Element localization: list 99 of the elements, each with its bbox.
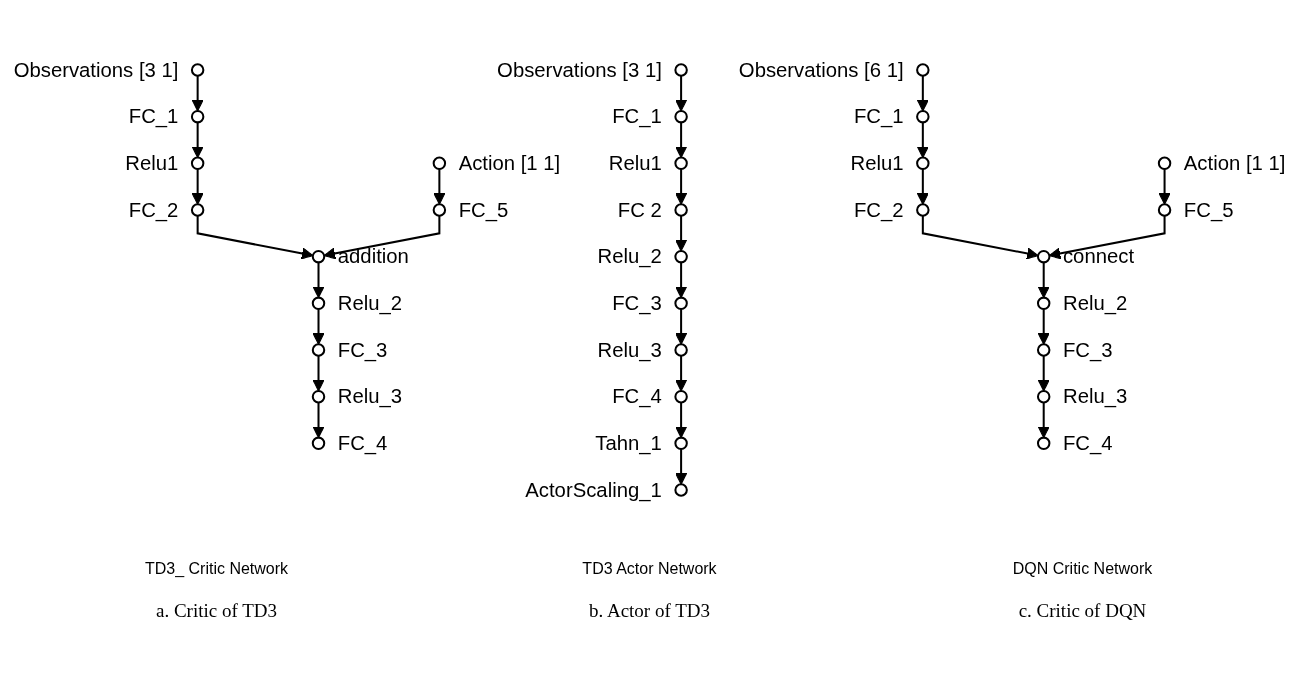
arrow xyxy=(675,449,688,485)
figure-caption: a. Critic of TD3 xyxy=(156,600,277,622)
layer-label: FC_3 xyxy=(612,292,662,315)
layer-node xyxy=(1036,296,1051,311)
layer-node xyxy=(1157,203,1172,217)
arrow xyxy=(675,169,688,205)
arrow xyxy=(675,215,688,252)
network-title: TD3_ Critic Network xyxy=(144,560,289,578)
layer-node xyxy=(1036,436,1051,451)
arrow xyxy=(312,355,325,392)
figure-caption: c. Critic of DQN xyxy=(1018,600,1147,622)
layer-label: FC_1 xyxy=(853,105,904,128)
layer-label: FC 2 xyxy=(617,198,662,221)
layer-node xyxy=(674,483,688,497)
arrow xyxy=(433,169,446,205)
arrow xyxy=(1037,309,1050,345)
layer-label: addition xyxy=(337,245,409,268)
layer-label: FC_2 xyxy=(128,198,179,221)
arrow xyxy=(196,215,314,260)
arrow xyxy=(191,75,204,112)
layer-label: Relu1 xyxy=(608,152,662,175)
layer-label: Relu_3 xyxy=(1062,385,1128,408)
layer-label: FC_4 xyxy=(612,385,662,408)
layer-label: Action [1 1] xyxy=(458,152,561,175)
layer-label: FC_4 xyxy=(337,432,388,455)
layer-node xyxy=(674,343,688,357)
layer-node xyxy=(916,109,930,124)
layer-node xyxy=(674,156,688,171)
arrow xyxy=(675,402,688,439)
layer-label: Action [1 1] xyxy=(1183,152,1286,175)
figure-caption: b. Actor of TD3 xyxy=(589,600,710,622)
layer-node xyxy=(190,109,205,124)
arrow xyxy=(312,262,325,299)
layer-label: FC_5 xyxy=(1183,198,1234,221)
layer-node xyxy=(674,389,688,404)
arrow xyxy=(916,122,929,159)
arrow xyxy=(191,122,204,159)
layer-node xyxy=(674,436,688,451)
layer-label: Relu1 xyxy=(850,152,904,175)
arrow xyxy=(191,169,204,205)
layer-label: connect xyxy=(1062,245,1135,268)
layer-node xyxy=(674,63,688,77)
network-title: TD3 Actor Network xyxy=(582,560,717,578)
layer-label: FC_3 xyxy=(337,338,388,361)
arrow xyxy=(1037,262,1050,299)
layer-label: FC_2 xyxy=(853,198,904,221)
layer-label: FC_1 xyxy=(128,105,179,128)
layer-node xyxy=(311,296,326,311)
layer-node xyxy=(674,203,688,217)
layer-node xyxy=(1036,249,1051,264)
arrow xyxy=(1037,402,1050,439)
layer-node xyxy=(674,296,688,311)
arrow xyxy=(675,75,688,112)
layer-node xyxy=(1036,343,1051,357)
arrow xyxy=(916,75,929,112)
layer-node xyxy=(311,249,326,264)
arrow xyxy=(675,355,688,392)
layer-node xyxy=(432,203,447,217)
layer-label: FC_5 xyxy=(458,198,509,221)
arrow xyxy=(323,215,441,260)
layer-node xyxy=(190,203,205,217)
layer-label: Relu_3 xyxy=(337,385,403,408)
layer-label: FC_4 xyxy=(1062,432,1113,455)
layer-label: Tahn_1 xyxy=(595,432,662,455)
arrow xyxy=(675,122,688,159)
arrow xyxy=(921,215,1039,260)
layer-label: Observations [3 1] xyxy=(13,58,179,81)
layer-node xyxy=(311,389,326,404)
layer-node xyxy=(1036,389,1051,404)
layer-label: Observations [6 1] xyxy=(738,58,904,81)
layer-label: FC_1 xyxy=(612,105,662,128)
layer-node xyxy=(190,63,205,77)
layer-label: FC_3 xyxy=(1062,338,1113,361)
layer-node xyxy=(674,109,688,124)
layer-node xyxy=(916,156,930,171)
layer-node xyxy=(916,203,930,217)
layer-label: Relu_2 xyxy=(1062,292,1128,315)
arrow xyxy=(312,402,325,439)
layer-label: Relu1 xyxy=(125,152,179,175)
layer-node xyxy=(1157,156,1172,171)
layer-node xyxy=(311,436,326,451)
layer-label: ActorScaling_1 xyxy=(525,478,662,501)
layer-node xyxy=(674,249,688,264)
arrow xyxy=(1048,215,1166,260)
layer-label: Observations [3 1] xyxy=(497,58,662,81)
layer-node xyxy=(916,63,930,77)
arrow xyxy=(916,169,929,205)
layer-label: Relu_2 xyxy=(597,245,662,268)
layer-node xyxy=(432,156,447,171)
layer-label: Relu_3 xyxy=(597,338,662,361)
layer-label: Relu_2 xyxy=(337,292,403,315)
network-title: DQN Critic Network xyxy=(1012,560,1153,578)
layer-node xyxy=(311,343,326,357)
arrow xyxy=(1158,169,1171,205)
arrow xyxy=(675,262,688,299)
layer-node xyxy=(190,156,205,171)
arrow xyxy=(1037,355,1050,392)
arrow xyxy=(675,309,688,345)
arrow xyxy=(312,309,325,345)
